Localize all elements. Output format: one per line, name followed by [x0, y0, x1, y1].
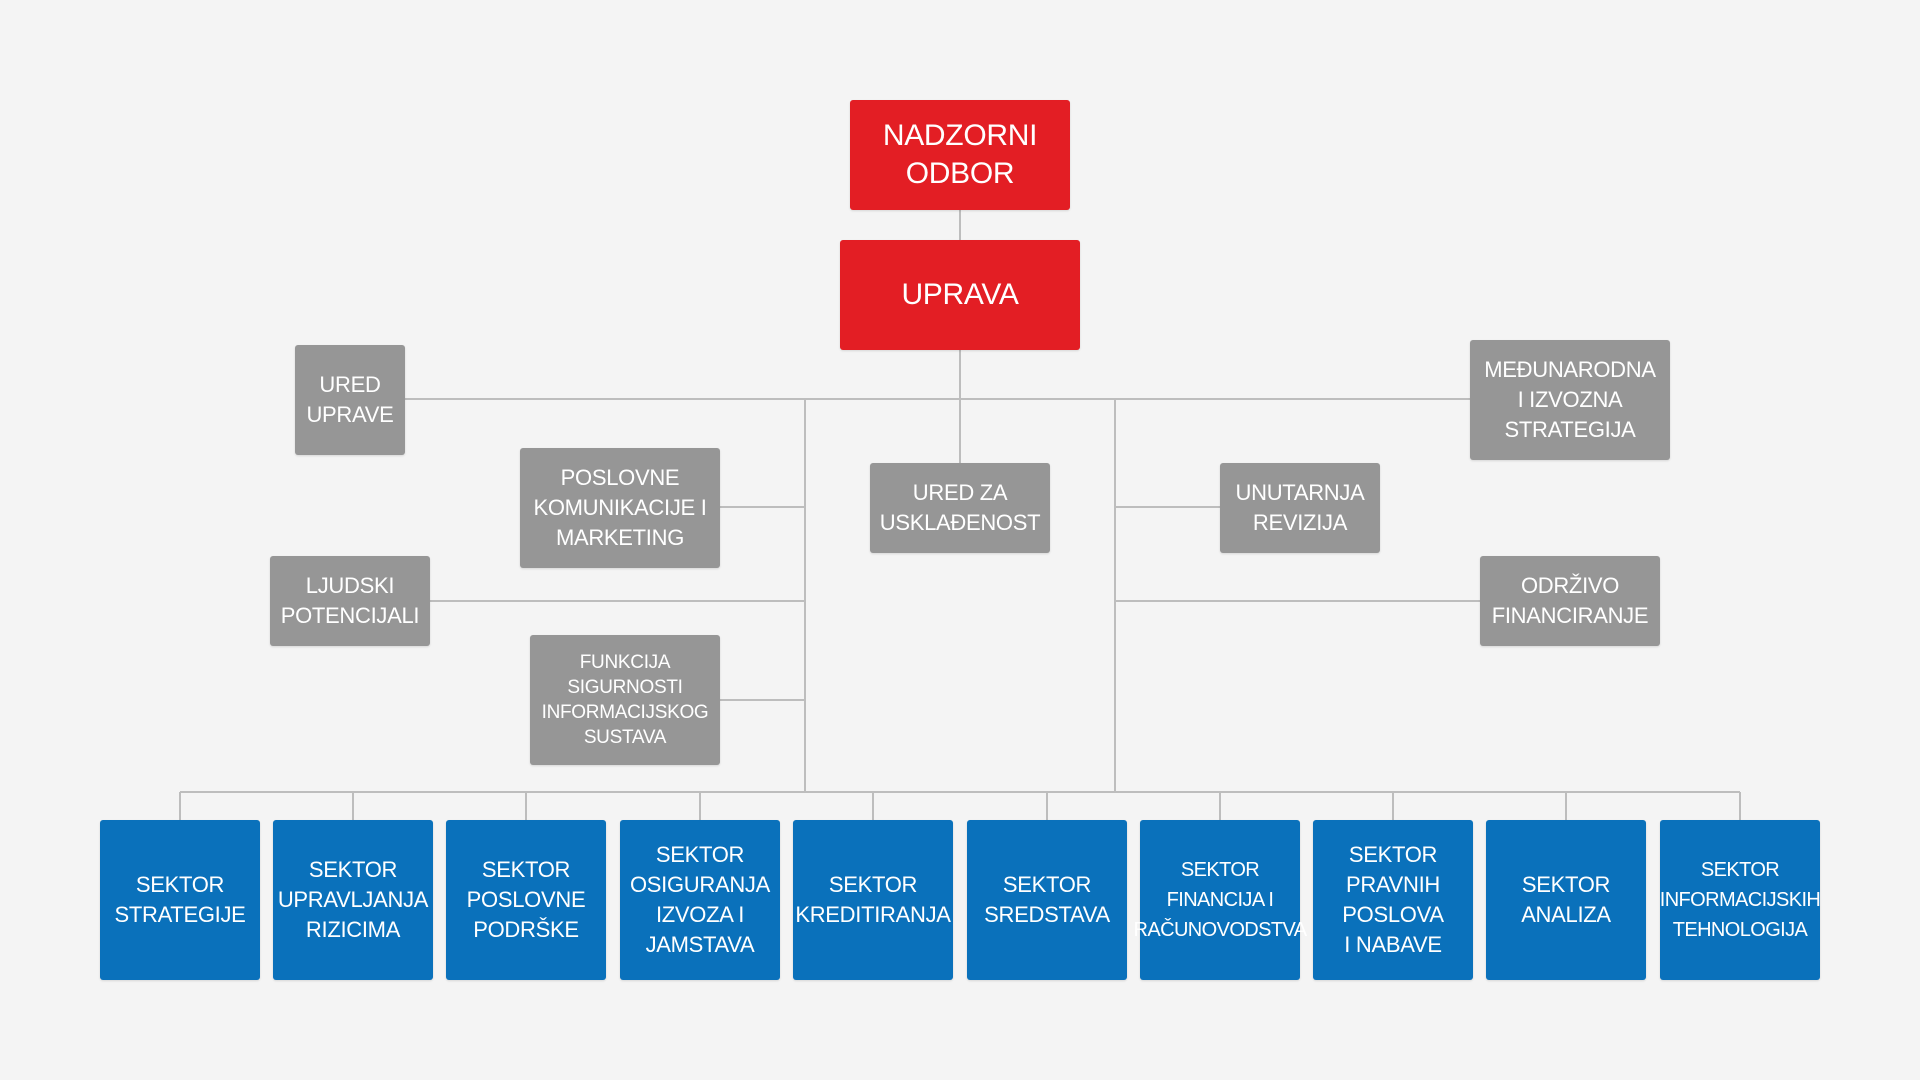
sector-label: SEKTOR OSIGURANJA IZVOZA I JAMSTAVA	[629, 842, 771, 957]
management-board-label: UPRAVA	[901, 278, 1019, 311]
supervisory-board-box: NADZORNI ODBOR	[850, 100, 1070, 210]
supervisory-board-label: NADZORNI ODBOR	[882, 119, 1038, 190]
sector-label: SEKTOR PRAVNIH POSLOVA I NABAVE	[1342, 842, 1444, 957]
sector-financija-box: SEKTOR FINANCIJA I RAČUNOVODSTVA	[1134, 820, 1307, 980]
sector-sredstava-box: SEKTOR SREDSTAVA	[967, 820, 1127, 980]
sector-upravljanja-rizicima-box: SEKTOR UPRAVLJANJA RIZICIMA	[273, 820, 433, 980]
sector-poslovne-podrske-box: SEKTOR POSLOVNE PODRŠKE	[446, 820, 606, 980]
ured-uprave-label: URED UPRAVE	[306, 372, 394, 427]
sector-label: SEKTOR POSLOVNE PODRŠKE	[466, 857, 586, 942]
sector-label: SEKTOR KREDITIRANJA	[795, 872, 951, 927]
unutarnja-revizija-label: UNUTARNJA REVIZIJA	[1235, 480, 1365, 535]
sector-label: SEKTOR FINANCIJA I RAČUNOVODSTVA	[1133, 859, 1308, 941]
sector-label: SEKTOR SREDSTAVA	[984, 872, 1110, 927]
funkcija-sigurnosti-box: FUNKCIJA SIGURNOSTI INFORMACIJSKOG SUSTA…	[530, 635, 720, 765]
unutarnja-revizija-box: UNUTARNJA REVIZIJA	[1220, 463, 1380, 553]
poslovne-komunikacije-box: POSLOVNE KOMUNIKACIJE I MARKETING	[520, 448, 720, 568]
sector-analiza-box: SEKTOR ANALIZA	[1486, 820, 1646, 980]
sector-strategije-box: SEKTOR STRATEGIJE	[100, 820, 260, 980]
odrzivo-financiranje-box: ODRŽIVO FINANCIRANJE	[1480, 556, 1660, 646]
odrzivo-financiranje-label: ODRŽIVO FINANCIRANJE	[1491, 573, 1649, 628]
sector-label: SEKTOR UPRAVLJANJA RIZICIMA	[277, 857, 429, 942]
ljudski-potencijali-box: LJUDSKI POTENCIJALI	[270, 556, 430, 646]
ured-uskladenost-box: URED ZA USKLAĐENOST	[870, 463, 1050, 553]
sector-kreditiranja-box: SEKTOR KREDITIRANJA	[793, 820, 953, 980]
sector-label: SEKTOR INFORMACIJSKIH TEHNOLOGIJA	[1659, 859, 1821, 941]
management-board-box: UPRAVA	[840, 240, 1080, 350]
medunarodna-strategija-box: MEĐUNARODNA I IZVOZNA STRATEGIJA	[1470, 340, 1670, 460]
poslovne-komunikacije-label: POSLOVNE KOMUNIKACIJE I MARKETING	[533, 465, 707, 550]
ured-uprave-box: URED UPRAVE	[295, 345, 405, 455]
ured-uskladenost-label: URED ZA USKLAĐENOST	[879, 480, 1041, 535]
sector-informacijskih-tehnologija-box: SEKTOR INFORMACIJSKIH TEHNOLOGIJA	[1659, 820, 1821, 980]
funkcija-sigurnosti-label: FUNKCIJA SIGURNOSTI INFORMACIJSKOG SUSTA…	[541, 652, 709, 748]
ljudski-potencijali-label: LJUDSKI POTENCIJALI	[280, 573, 420, 628]
medunarodna-strategija-label: MEĐUNARODNA I IZVOZNA STRATEGIJA	[1484, 357, 1656, 442]
sector-pravnih-poslova-box: SEKTOR PRAVNIH POSLOVA I NABAVE	[1313, 820, 1473, 980]
sector-label: SEKTOR STRATEGIJE	[114, 872, 246, 927]
sector-osiguranja-izvoza-box: SEKTOR OSIGURANJA IZVOZA I JAMSTAVA	[620, 820, 780, 980]
sector-label: SEKTOR ANALIZA	[1521, 872, 1611, 927]
